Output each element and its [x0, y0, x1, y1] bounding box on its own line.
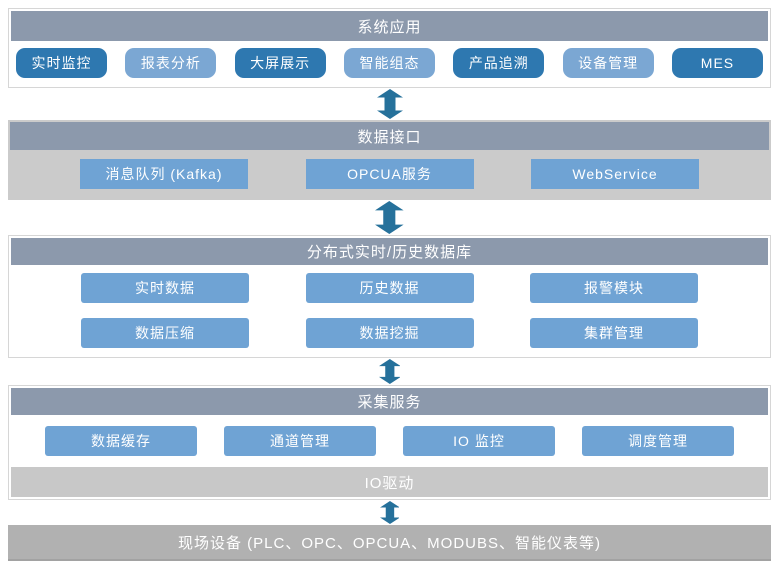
layer-collection-title: 采集服务 — [11, 388, 768, 415]
db-box-alarm-module: 报警模块 — [530, 272, 698, 303]
arrow-gap-3 — [8, 358, 771, 385]
database-rows: 实时数据 历史数据 报警模块 数据压缩 数据挖掘 集群管理 — [11, 265, 768, 355]
collect-box-io-monitor: IO 监控 — [403, 426, 555, 456]
db-box-data-mining: 数据挖掘 — [305, 317, 474, 348]
data-interface-row: 消息队列 (Kafka) OPCUA服务 WebService — [10, 150, 769, 198]
db-box-data-compress: 数据压缩 — [81, 317, 249, 348]
double-arrow-icon — [378, 359, 401, 384]
app-box-smart-config: 智能组态 — [343, 48, 435, 78]
system-apps-row: 实时监控 报表分析 大屏展示 智能组态 产品追溯 设备管理 MES — [11, 41, 768, 85]
layer-system-apps: 系统应用 实时监控 报表分析 大屏展示 智能组态 产品追溯 设备管理 MES — [8, 8, 771, 88]
database-row-1: 实时数据 历史数据 报警模块 — [11, 265, 768, 310]
collect-box-channel-mgmt: 通道管理 — [224, 426, 376, 456]
layer-data-interface-title: 数据接口 — [10, 122, 769, 150]
layer-data-interface: 数据接口 消息队列 (Kafka) OPCUA服务 WebService — [8, 120, 771, 200]
app-box-mes: MES — [671, 48, 763, 78]
database-row-2: 数据压缩 数据挖掘 集群管理 — [11, 310, 768, 355]
collect-box-data-cache: 数据缓存 — [45, 426, 197, 456]
interface-box-opcua-service: OPCUA服务 — [305, 159, 474, 189]
interface-box-webservice: WebService — [531, 159, 699, 189]
app-box-realtime-monitor: 实时监控 — [16, 48, 107, 78]
app-box-report-analysis: 报表分析 — [125, 48, 217, 78]
interface-box-kafka-queue: 消息队列 (Kafka) — [80, 159, 248, 189]
app-box-big-screen: 大屏展示 — [234, 48, 326, 78]
layer-database: 分布式实时/历史数据库 实时数据 历史数据 报警模块 数据压缩 数据挖掘 集群管… — [8, 235, 771, 358]
arrow-gap-1 — [8, 88, 771, 120]
io-driver-bar: IO驱动 — [11, 467, 768, 497]
collection-row: 数据缓存 通道管理 IO 监控 调度管理 — [11, 415, 768, 467]
layer-collection-service: 采集服务 数据缓存 通道管理 IO 监控 调度管理 IO驱动 — [8, 385, 771, 500]
collect-box-schedule-mgmt: 调度管理 — [582, 426, 734, 456]
arrow-gap-2 — [8, 200, 771, 235]
double-arrow-icon — [376, 89, 403, 119]
arrow-gap-4 — [8, 500, 771, 525]
layer-database-title: 分布式实时/历史数据库 — [11, 238, 768, 265]
db-box-history-data: 历史数据 — [305, 272, 474, 303]
layer-field-devices: 现场设备 (PLC、OPC、OPCUA、MODUBS、智能仪表等) — [8, 525, 771, 561]
db-box-cluster-mgmt: 集群管理 — [530, 317, 698, 348]
db-box-realtime-data: 实时数据 — [81, 272, 249, 303]
double-arrow-icon — [375, 201, 404, 234]
layer-system-apps-title: 系统应用 — [11, 11, 768, 41]
app-box-device-mgmt: 设备管理 — [562, 48, 654, 78]
app-box-product-trace: 产品追溯 — [453, 48, 545, 78]
double-arrow-icon — [379, 501, 400, 524]
